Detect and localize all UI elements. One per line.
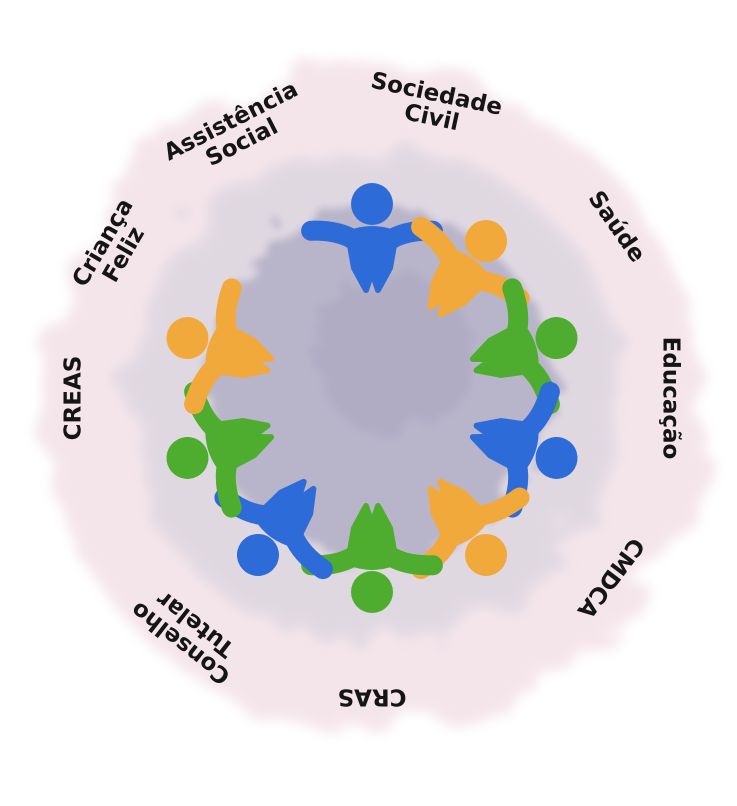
watercolor-background <box>42 70 702 730</box>
person-head <box>465 533 508 576</box>
people-ring <box>166 183 578 613</box>
person-body <box>469 321 539 378</box>
label-creas: CREAS <box>61 356 87 441</box>
person-head <box>236 533 279 576</box>
label-cras: CRAS <box>338 684 407 710</box>
person-body <box>345 503 399 570</box>
person-body <box>205 418 275 475</box>
label-educacao-line-1: Educação <box>658 337 684 460</box>
person-head <box>166 436 209 479</box>
person-crianca-feliz <box>166 381 275 518</box>
person-head <box>351 571 393 613</box>
person-head <box>465 220 508 263</box>
person-head <box>166 317 209 360</box>
person-assistencia-social <box>166 278 275 415</box>
person-body <box>253 478 317 548</box>
person-body <box>345 226 399 293</box>
person-head <box>351 183 393 225</box>
person-conselho-tutelar <box>301 503 443 613</box>
person-head <box>535 317 578 360</box>
person-body <box>205 321 275 378</box>
person-body <box>427 248 491 318</box>
person-head <box>535 436 578 479</box>
label-cras-line-1: CRAS <box>338 684 407 710</box>
person-body <box>469 418 539 475</box>
label-educacao: Educação <box>658 337 684 460</box>
person-body <box>427 478 491 548</box>
label-creas-line-1: CREAS <box>61 356 87 441</box>
